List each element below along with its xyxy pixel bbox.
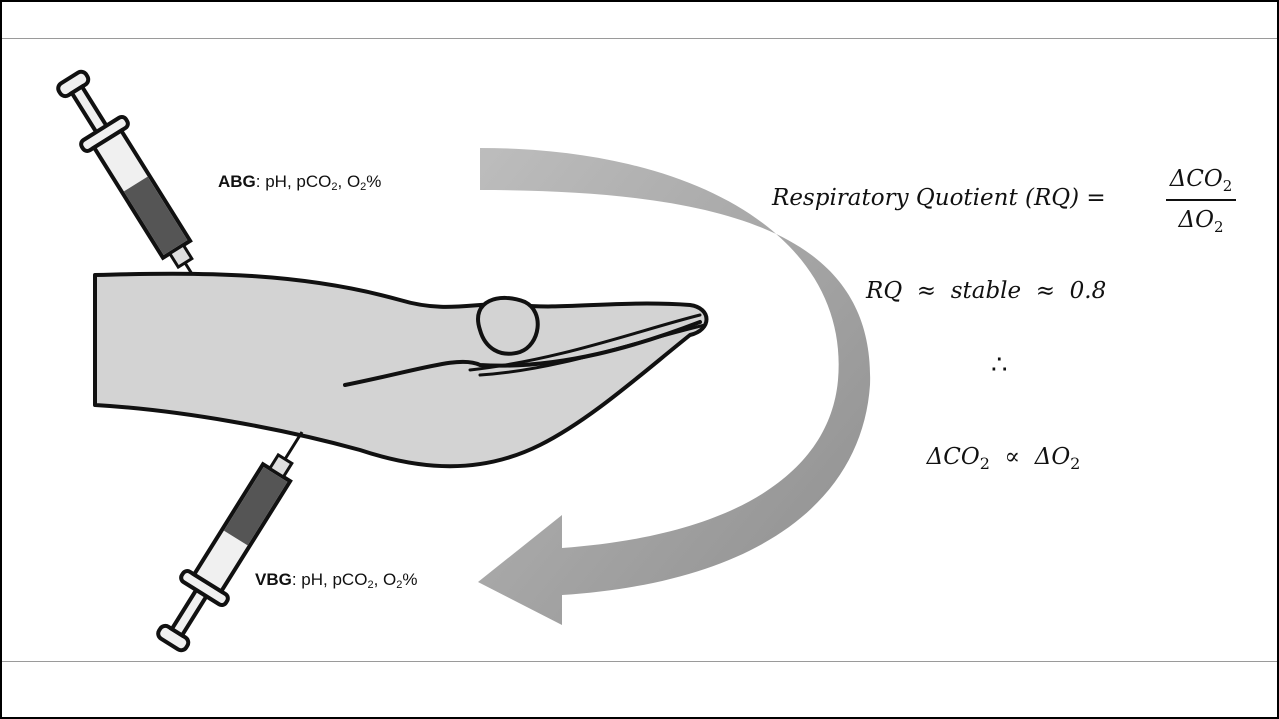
rq-denominator: ΔO2	[1166, 204, 1236, 237]
abg-text: : pH, pCO	[256, 172, 332, 191]
prop-left: ΔCO	[927, 444, 980, 470]
rq-numerator-sub: 2	[1223, 177, 1233, 195]
abg-prefix: ABG	[218, 172, 256, 191]
rq-stable-equation: RQ ≈ stable ≈ 0.8	[866, 278, 1106, 304]
fraction-bar	[1166, 199, 1236, 201]
prop-operator: ∝	[990, 444, 1035, 470]
rq-definition-lhs: Respiratory Quotient (RQ) =	[772, 185, 1106, 211]
rq-denominator-text: ΔO	[1178, 207, 1213, 233]
rq-numerator: ΔCO2	[1166, 163, 1236, 196]
prop-right: ΔO	[1035, 444, 1070, 470]
abg-end: %	[366, 172, 381, 191]
vbg-label: VBG: pH, pCO2, O2%	[255, 570, 417, 590]
abg-label: ABG: pH, pCO2, O2%	[218, 172, 381, 192]
vbg-mid: , O	[374, 570, 397, 589]
abg-mid: , O	[338, 172, 361, 191]
rq-denominator-sub: 2	[1214, 218, 1224, 236]
abg-syringe-icon	[47, 64, 224, 304]
vbg-prefix: VBG	[255, 570, 292, 589]
vbg-syringe-icon	[147, 418, 324, 658]
prop-left-sub: 2	[980, 454, 990, 473]
rq-fraction: ΔCO2 ΔO2	[1166, 163, 1236, 237]
proportional-equation: ΔCO2 ∝ ΔO2	[912, 418, 1080, 470]
thumb-shape	[478, 298, 538, 354]
therefore-symbol: ∴	[991, 350, 1008, 380]
vbg-end: %	[402, 570, 417, 589]
hand-shape	[95, 274, 707, 467]
prop-right-sub: 2	[1070, 454, 1080, 473]
vbg-text: : pH, pCO	[292, 570, 368, 589]
rq-numerator-text: ΔCO	[1170, 166, 1223, 192]
